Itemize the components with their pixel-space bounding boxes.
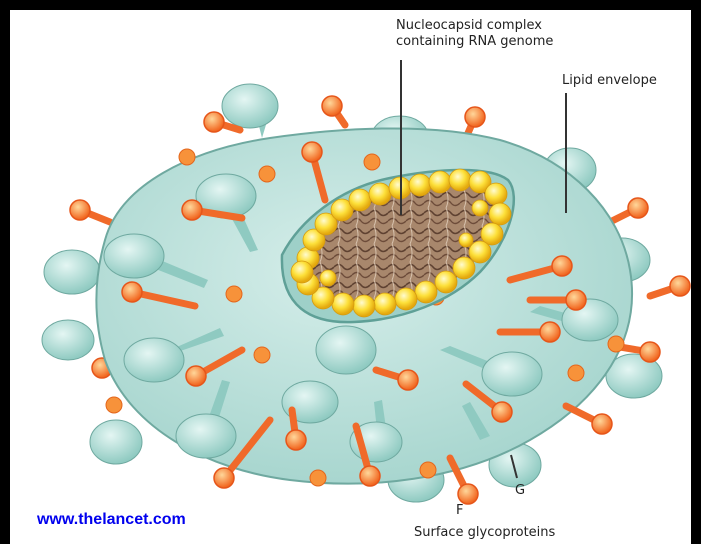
- g-protein: [124, 338, 184, 382]
- f-protein-label: F: [456, 503, 463, 518]
- diagram-panel: Nucleocapsid complex containing RNA geno…: [10, 10, 691, 544]
- g-protein: [42, 320, 94, 360]
- g-protein: [222, 84, 278, 128]
- g-protein: [316, 326, 376, 374]
- g-protein: [90, 420, 142, 464]
- nucleocapsid-label-line1: Nucleocapsid complex: [396, 18, 553, 34]
- g-protein: [44, 250, 100, 294]
- g-protein: [104, 234, 164, 278]
- nucleocapsid-label-line2: containing RNA genome: [396, 34, 553, 50]
- lipid-envelope-label: Lipid envelope: [562, 73, 657, 88]
- g-protein-label: G: [515, 483, 525, 498]
- surface-glycoproteins-label: Surface glycoproteins: [414, 525, 555, 540]
- nucleocapsid-label: Nucleocapsid complex containing RNA geno…: [396, 18, 553, 50]
- g-protein: [176, 414, 236, 458]
- virus-diagram: [10, 10, 691, 544]
- g-protein: [482, 352, 542, 396]
- source-link[interactable]: www.thelancet.com: [10, 507, 210, 544]
